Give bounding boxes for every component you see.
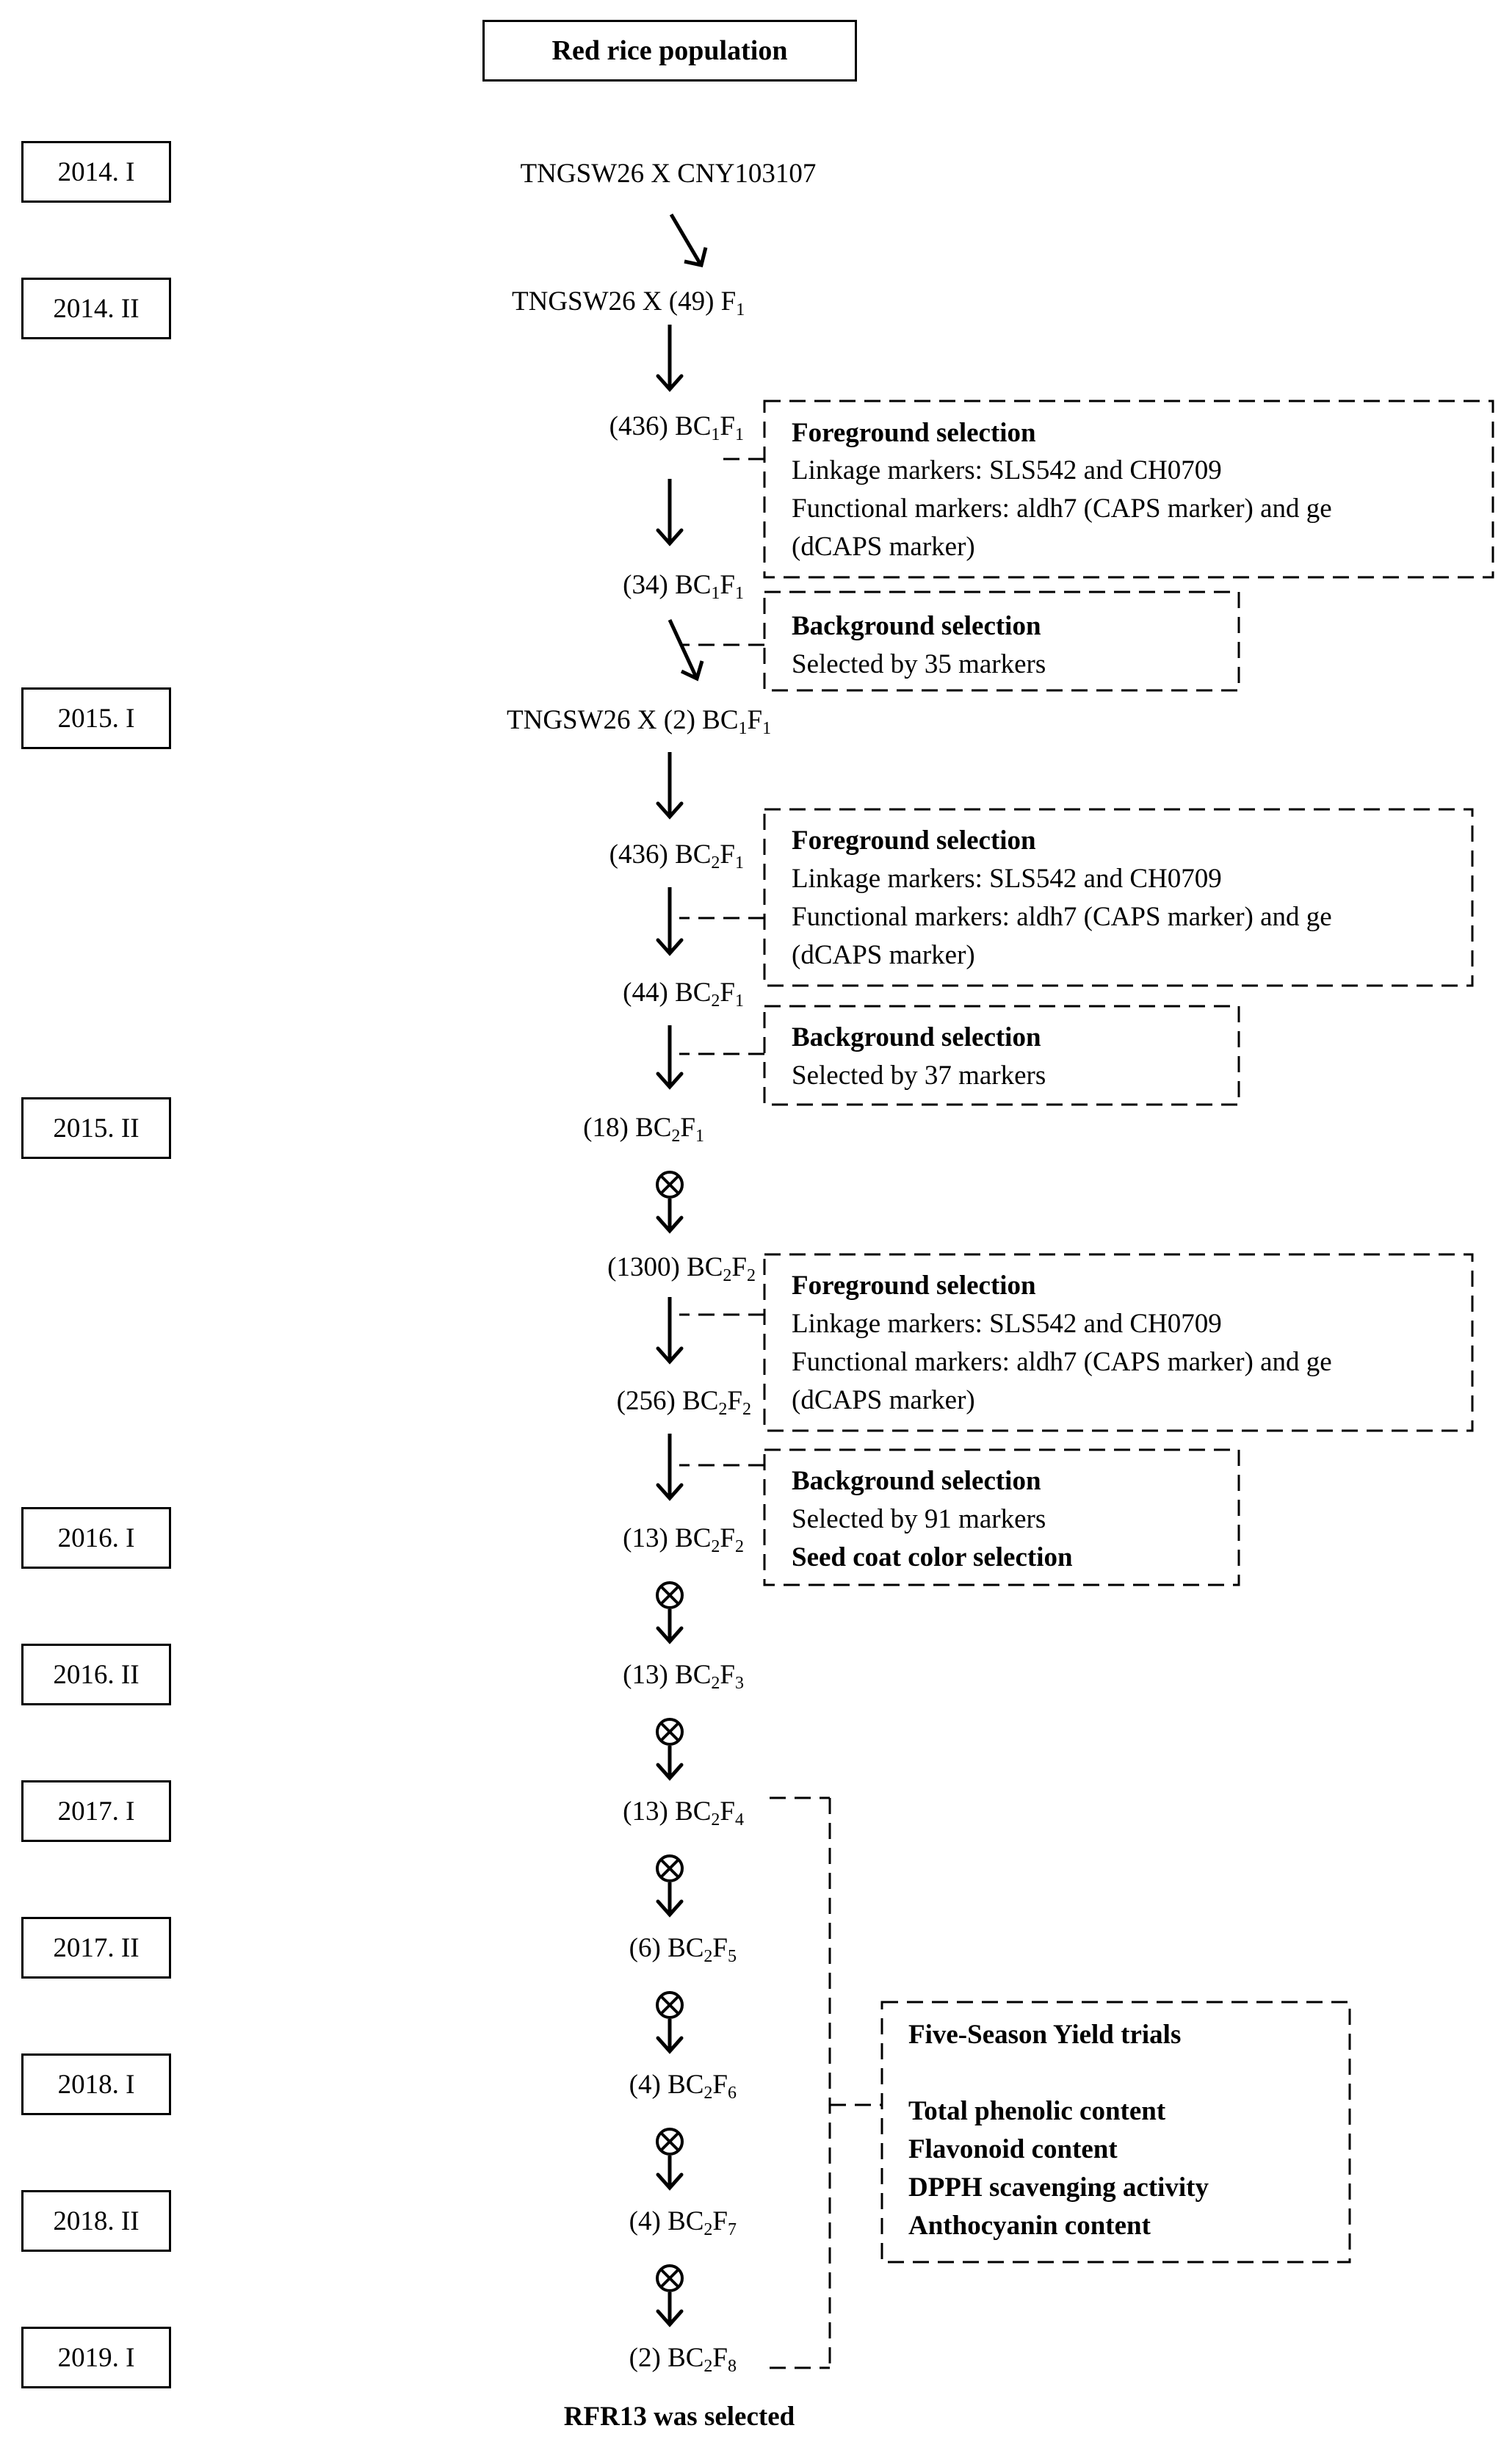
generation-label: (6) BC2F5 [629, 1933, 737, 1966]
foreground-heading: Foreground selection [792, 1271, 1036, 1301]
generation-label: (18) BC2F1 [583, 1113, 704, 1146]
trials-item: Total phenolic content [908, 2096, 1166, 2126]
background-markers: Selected by 35 markers [792, 649, 1046, 679]
generation-label: (13) BC2F4 [623, 1796, 744, 1829]
year-box: 2016. II [21, 1644, 171, 1705]
generation-label: (436) BC1F1 [609, 411, 744, 444]
trials-item: Flavonoid content [908, 2134, 1118, 2164]
f1-cross: TNGSW26 X (49) F1 [512, 286, 745, 319]
arrow [658, 1297, 681, 1362]
year-box: 2015. I [21, 687, 171, 749]
generation-label: (2) BC2F8 [629, 2343, 737, 2376]
foreground-functional-cont: (dCAPS marker) [792, 1385, 975, 1415]
foreground-selection-box-2 [763, 808, 1474, 987]
foreground-selection-box-1 [763, 400, 1494, 579]
trials-box [880, 2001, 1351, 2264]
selfing-icon [656, 1991, 684, 2051]
foreground-functional-cont: (dCAPS marker) [792, 532, 975, 562]
generation-label: (256) BC2F2 [616, 1386, 751, 1419]
year-box: 2014. II [21, 278, 171, 339]
trials-heading: Five-Season Yield trials [908, 2020, 1182, 2050]
foreground-functional-cont: (dCAPS marker) [792, 940, 975, 970]
selfing-icon [656, 1171, 684, 1231]
generation-label: (4) BC2F6 [629, 2070, 737, 2103]
foreground-functional: Functional markers: aldh7 (CAPS marker) … [792, 1347, 1332, 1377]
generation-label: (436) BC2F1 [609, 839, 744, 873]
generation-label: (1300) BC2F2 [607, 1252, 756, 1285]
generation-label: (13) BC2F2 [623, 1523, 744, 1556]
year-box: 2019. I [21, 2327, 171, 2388]
background-heading: Background selection [792, 1022, 1041, 1052]
arrow [658, 1025, 681, 1087]
bc1f1-cross: TNGSW26 X (2) BC1F1 [507, 705, 772, 738]
generation-label: (4) BC2F7 [629, 2206, 737, 2239]
background-markers: Selected by 37 markers [792, 1061, 1046, 1091]
arrow [658, 479, 681, 543]
selfing-icon [656, 1718, 684, 1778]
selfing-icon [656, 1581, 684, 1641]
year-box: 2014. I [21, 141, 171, 203]
background-markers: Selected by 91 markers [792, 1504, 1046, 1534]
foreground-linkage: Linkage markers: SLS542 and CH0709 [792, 864, 1222, 894]
background-selection-box-3 [763, 1448, 1240, 1586]
generation-label: (34) BC1F1 [623, 570, 744, 603]
arrow [658, 752, 681, 817]
year-box: 2018. II [21, 2190, 171, 2252]
foreground-functional: Functional markers: aldh7 (CAPS marker) … [792, 494, 1332, 524]
arrow [658, 1434, 681, 1498]
generation-label: (44) BC2F1 [623, 978, 744, 1011]
background-selection-box-1 [763, 590, 1240, 692]
background-heading: Background selection [792, 1466, 1041, 1496]
foreground-heading: Foreground selection [792, 418, 1036, 448]
foreground-functional: Functional markers: aldh7 (CAPS marker) … [792, 902, 1332, 932]
selfing-icon [656, 1854, 684, 1915]
trials-item: Anthocyanin content [908, 2211, 1151, 2241]
background-heading: Background selection [792, 611, 1041, 641]
arrow [668, 618, 704, 682]
arrow [658, 887, 681, 953]
final-selection: RFR13 was selected [563, 2402, 795, 2432]
year-box: 2016. I [21, 1507, 171, 1569]
selfing-icon [656, 2264, 684, 2324]
year-box: 2017. I [21, 1780, 171, 1842]
arrow [669, 213, 708, 267]
foreground-linkage: Linkage markers: SLS542 and CH0709 [792, 1309, 1222, 1339]
title-text: Red rice population [551, 35, 788, 66]
parental-cross: TNGSW26 X CNY103107 [520, 159, 817, 189]
foreground-heading: Foreground selection [792, 826, 1036, 856]
arrow [658, 325, 681, 389]
foreground-linkage: Linkage markers: SLS542 and CH0709 [792, 455, 1222, 485]
title-box: Red rice population [482, 20, 857, 82]
selfing-icon [656, 2128, 684, 2188]
background-selection-box-2 [763, 1005, 1240, 1106]
year-box: 2017. II [21, 1917, 171, 1979]
foreground-selection-box-3 [763, 1253, 1474, 1432]
year-box: 2018. I [21, 2053, 171, 2115]
seed-coat-selection: Seed coat color selection [792, 1542, 1073, 1572]
generation-label: (13) BC2F3 [623, 1660, 744, 1693]
year-box: 2015. II [21, 1097, 171, 1159]
trials-item: DPPH scavenging activity [908, 2172, 1209, 2203]
